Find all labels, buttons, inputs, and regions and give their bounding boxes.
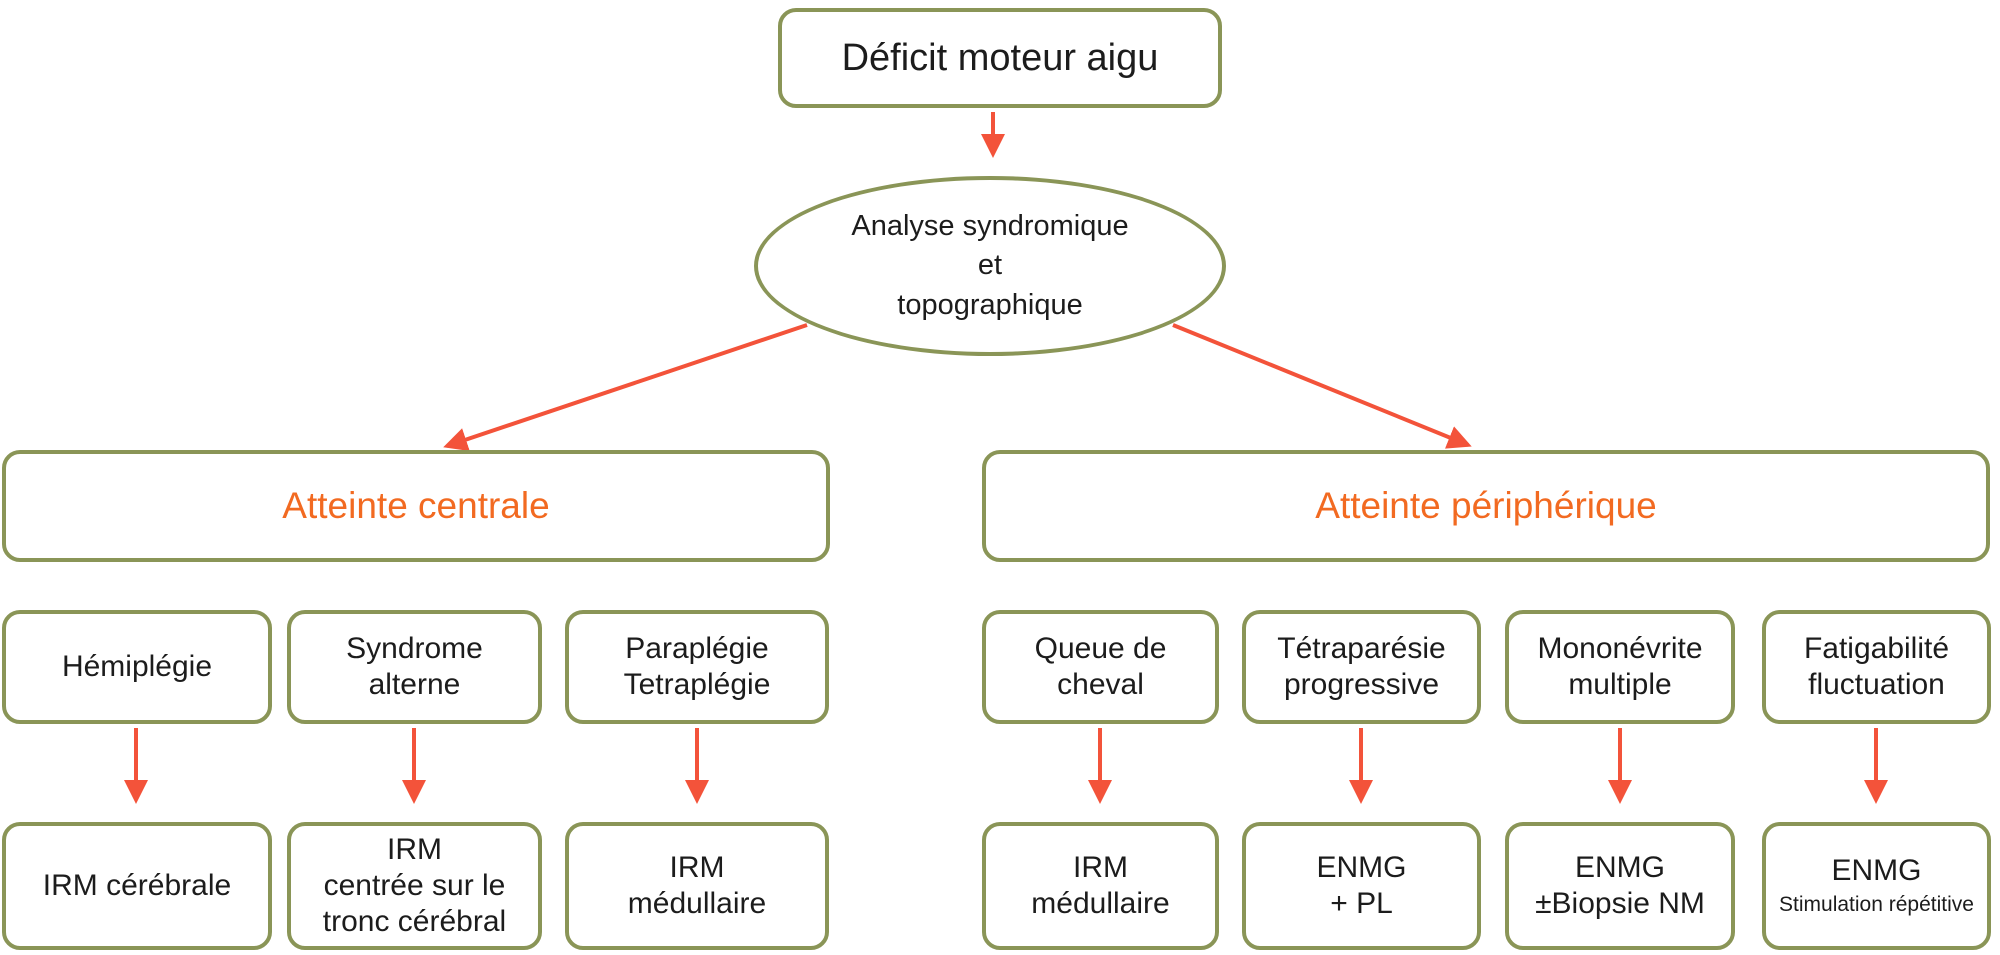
exam-box-irm-medullaire-peripheral: IRM médullaire: [982, 822, 1219, 950]
syndrome-box-tetraparesie: Tétraparésie progressive: [1242, 610, 1481, 724]
syndrome-label: Syndrome alterne: [346, 632, 483, 701]
exam-box-enmg-pl: ENMG + PL: [1242, 822, 1481, 950]
syndrome-label: Queue de cheval: [1034, 632, 1167, 701]
exam-label: IRM centrée sur le tronc cérébral: [322, 833, 507, 938]
syndrome-label: Fatigabilité fluctuation: [1803, 632, 1950, 701]
exam-label: IRM médullaire: [627, 851, 767, 920]
exam-label: ENMG + PL: [1316, 851, 1407, 920]
arrow-analysis-to-peripheral: [1172, 323, 1472, 449]
central-header-box: Atteinte centrale: [2, 450, 830, 562]
exam-box-enmg-biopsie: ENMG ±Biopsie NM: [1505, 822, 1735, 950]
root-label: Déficit moteur aigu: [841, 36, 1159, 79]
syndrome-label: Paraplégie Tetraplégie: [623, 632, 771, 701]
exam-label-stack: ENMG Stimulation répétitive: [1779, 853, 1974, 918]
exam-label: ENMG: [1831, 854, 1922, 888]
exam-label: IRM médullaire: [1031, 851, 1170, 920]
analysis-ellipse: Analyse syndromique et topographique: [754, 176, 1226, 356]
root-box: Déficit moteur aigu: [778, 8, 1222, 108]
exam-box-enmg-stimulation: ENMG Stimulation répétitive: [1762, 822, 1991, 950]
exam-label: IRM cérébrale: [42, 869, 232, 902]
syndrome-label: Hémiplégie: [61, 650, 213, 683]
analysis-label: Analyse syndromique et topographique: [851, 210, 1129, 321]
exam-box-irm-tronc-cerebral: IRM centrée sur le tronc cérébral: [287, 822, 542, 950]
syndrome-box-paraplegie: Paraplégie Tetraplégie: [565, 610, 829, 724]
syndrome-box-fatigabilite: Fatigabilité fluctuation: [1762, 610, 1991, 724]
exam-sublabel: Stimulation répétitive: [1779, 893, 1974, 917]
exam-box-irm-medullaire-central: IRM médullaire: [565, 822, 829, 950]
peripheral-header-label: Atteinte périphérique: [1315, 485, 1657, 526]
syndrome-label: Tétraparésie progressive: [1277, 632, 1446, 701]
syndrome-box-hemiplegie: Hémiplégie: [2, 610, 272, 724]
peripheral-header-box: Atteinte périphérique: [982, 450, 1990, 562]
syndrome-box-syndrome-alterne: Syndrome alterne: [287, 610, 542, 724]
syndrome-box-queue-de-cheval: Queue de cheval: [982, 610, 1219, 724]
arrow-analysis-to-central: [443, 323, 808, 452]
syndrome-label: Mononévrite multiple: [1537, 632, 1703, 701]
exam-label: ENMG ±Biopsie NM: [1535, 851, 1705, 920]
exam-box-irm-cerebrale: IRM cérébrale: [2, 822, 272, 950]
syndrome-box-mononevrite: Mononévrite multiple: [1505, 610, 1735, 724]
central-header-label: Atteinte centrale: [282, 485, 550, 526]
